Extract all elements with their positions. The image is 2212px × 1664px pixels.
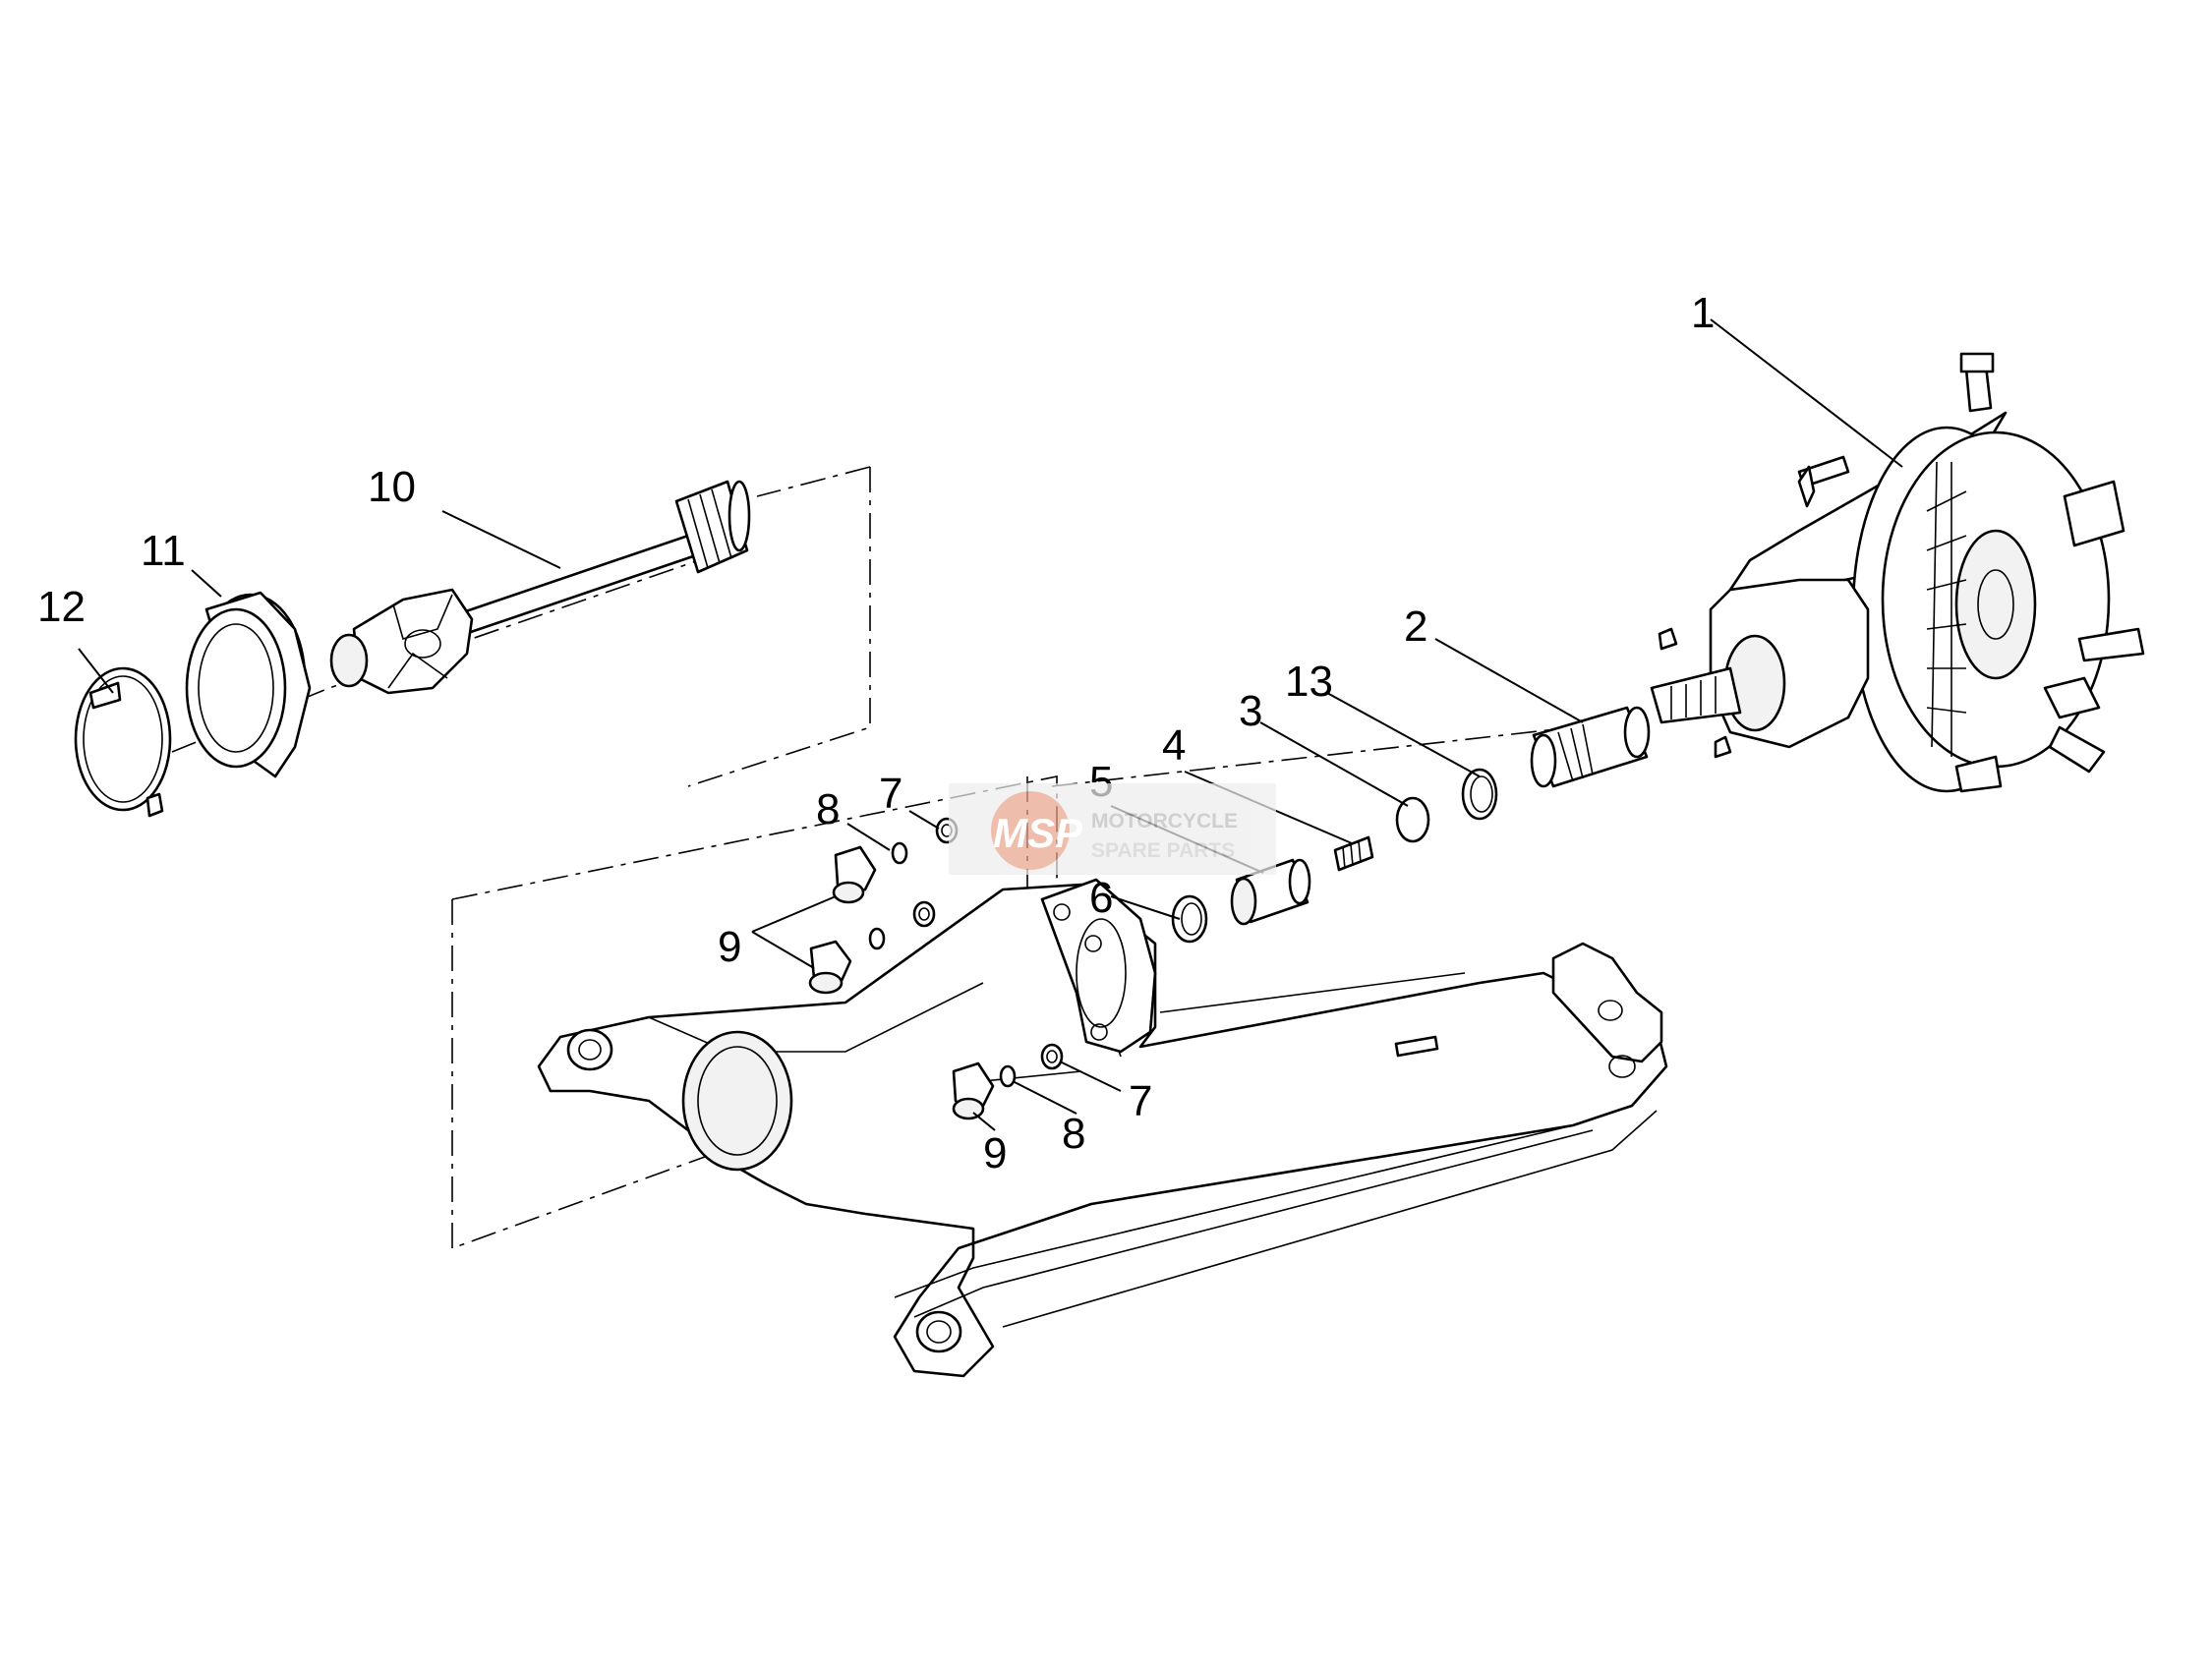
callout-8-lower: 8 [1062,1110,1085,1158]
washer-8-upper[interactable] [891,841,908,865]
acorn-nut-lower[interactable] [952,1062,995,1120]
watermark-logo: MSP [993,810,1083,856]
callout-9-lower: 9 [983,1129,1007,1177]
acorn-nut-middle[interactable] [808,940,852,995]
washer-8-middle[interactable] [868,927,886,950]
callout-10: 10 [368,463,416,511]
callout-9-left: 9 [718,923,741,971]
callout-8-upper: 8 [816,785,840,833]
bearing-sleeve[interactable] [1230,858,1311,926]
circlip[interactable] [1461,768,1498,821]
final-drive-assembly[interactable] [1650,352,2145,793]
watermark-line1: MOTORCYCLE [1091,810,1238,832]
callout-3: 3 [1239,687,1262,735]
globe-icon [991,791,1070,870]
hose-clamp[interactable] [74,666,172,818]
callout-6: 6 [1089,874,1113,922]
callout-12: 12 [37,583,86,631]
washer-7-lower[interactable] [1040,1043,1064,1070]
splined-coupling[interactable] [1530,706,1651,788]
callout-7-upper: 7 [879,770,902,818]
o-ring[interactable] [1395,796,1430,843]
swingarm[interactable] [537,878,1668,1378]
callout-7-lower: 7 [1129,1077,1152,1125]
washer-7-middle[interactable] [912,900,936,928]
ring[interactable] [1171,894,1208,944]
callout-labels: 1 2 3 4 5 6 7 7 8 8 9 9 10 11 12 13 [37,289,1715,1177]
callout-4: 4 [1162,721,1186,770]
watermark-line2: SPARE PARTS [1091,839,1235,862]
spring[interactable] [1333,835,1374,872]
washer-8-lower[interactable] [999,1064,1017,1088]
dust-boot[interactable] [185,591,312,778]
watermark-background [949,783,1276,875]
callout-13: 13 [1285,658,1333,706]
acorn-nut-upper[interactable] [832,845,877,904]
callout-1: 1 [1691,289,1715,337]
cardan-shaft[interactable] [329,480,751,695]
callout-11: 11 [141,527,186,575]
watermark: MSP MOTORCYCLE SPARE PARTS [949,783,1276,875]
callout-2: 2 [1404,602,1427,651]
